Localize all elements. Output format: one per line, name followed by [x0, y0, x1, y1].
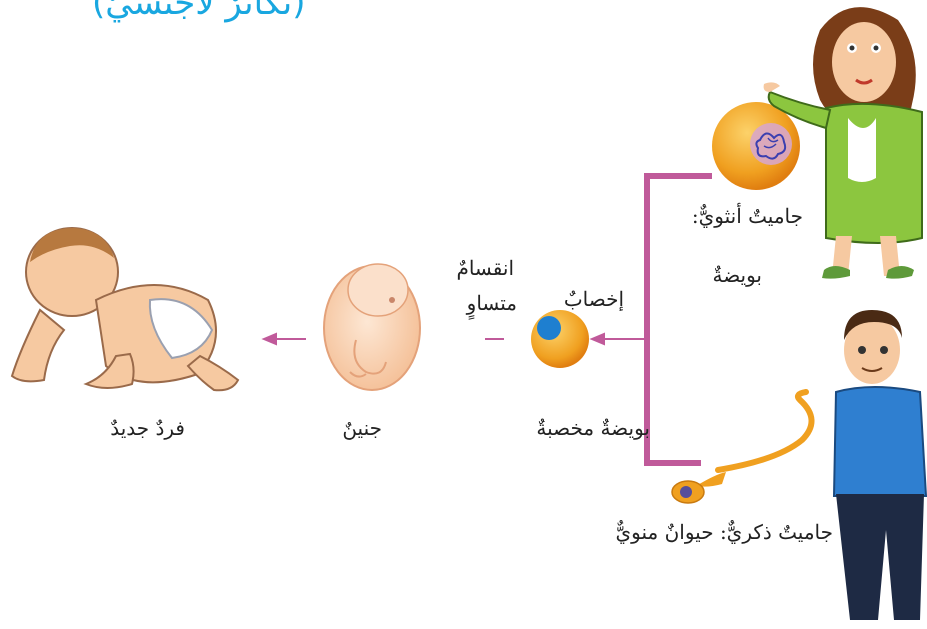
- label-male-gamete: جاميتٌ ذكريٌّ: حيوانٌ منويٌّ: [616, 522, 833, 542]
- label-egg: بويضةٌ: [712, 265, 762, 285]
- egg-cell-illustration: [712, 102, 800, 190]
- label-division-line2: متساوٍ: [467, 293, 517, 313]
- label-embryo: جنينٌ: [342, 418, 382, 438]
- label-fertilization: إخصابٌ: [564, 289, 624, 309]
- man-illustration: [834, 310, 926, 620]
- arrow-growth: [264, 334, 306, 344]
- label-fertilized-egg: بويضةٌ مخصبةٌ: [536, 418, 650, 438]
- sperm-illustration: [672, 392, 812, 503]
- arrow-fertilization: [592, 334, 646, 344]
- fertilized-egg-illustration: [531, 310, 589, 368]
- label-female-gamete: جاميتٌ أنثويٌّ:: [692, 206, 803, 226]
- label-division-line1: انقسامٌ: [456, 258, 514, 278]
- label-new-individual: فردٌ جديدٌ: [110, 418, 185, 438]
- baby-illustration: [12, 228, 238, 390]
